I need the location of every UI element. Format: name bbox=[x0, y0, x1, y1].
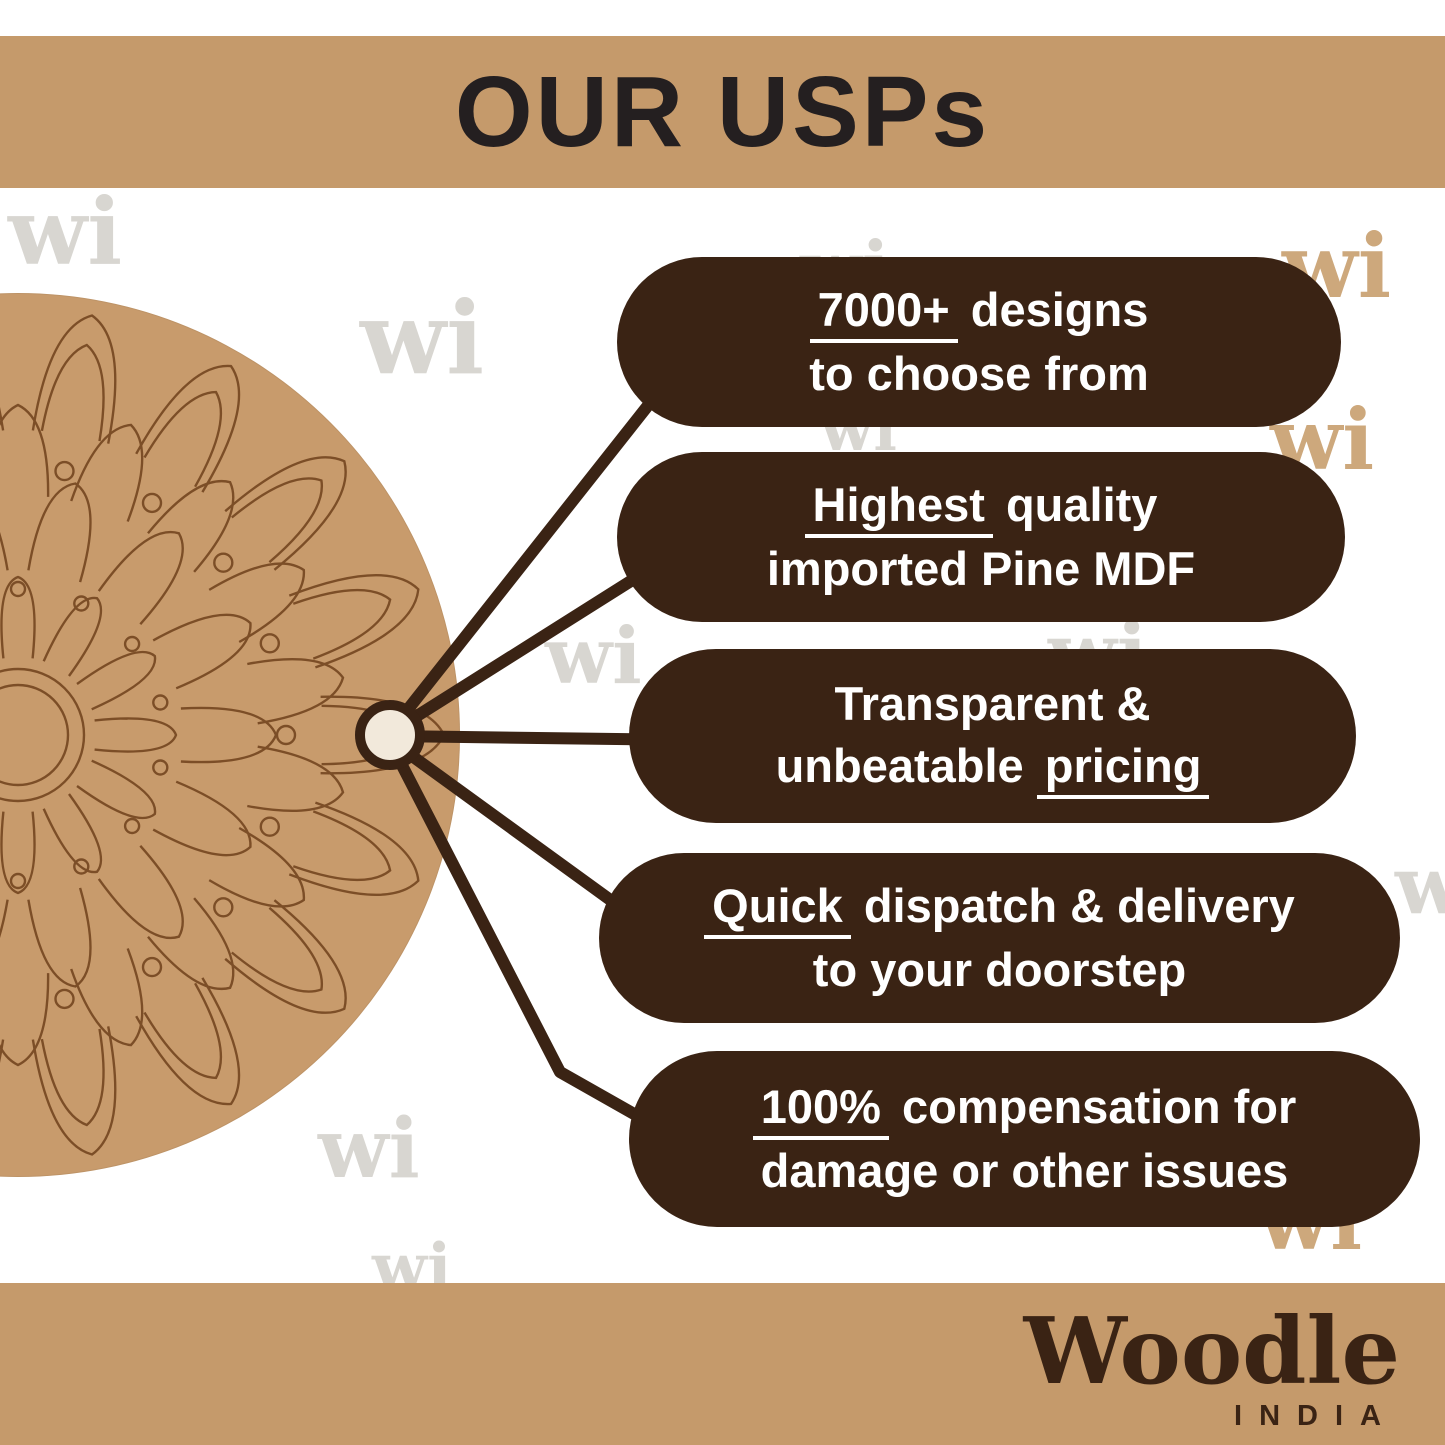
brand-logo-country: INDIA bbox=[1234, 1400, 1398, 1432]
mandala-line-art bbox=[0, 314, 446, 1156]
usp-pill-quality: Highest quality imported Pine MDF bbox=[617, 452, 1345, 622]
usp-text: compensation for bbox=[888, 1080, 1297, 1134]
brand-logo: Woodle INDIA bbox=[1024, 1303, 1400, 1433]
usp-text: designs bbox=[957, 283, 1149, 337]
usp-line: to your doorstep bbox=[813, 939, 1186, 1001]
usp-line: 7000+ designs bbox=[809, 279, 1149, 343]
watermark-wi: wi bbox=[1395, 838, 1445, 932]
usp-text-underlined: pricing bbox=[1036, 741, 1210, 799]
mdf-mandala-cutout bbox=[0, 293, 460, 1177]
usp-line: unbeatable pricing bbox=[775, 735, 1210, 799]
footer-band bbox=[0, 1283, 1445, 1445]
usp-pill-compensation: 100% compensation for damage or other is… bbox=[629, 1051, 1420, 1227]
usp-line: Highest quality bbox=[804, 474, 1158, 538]
usp-line: 100% compensation for bbox=[752, 1076, 1297, 1140]
usp-text-underlined: Highest bbox=[804, 480, 993, 538]
usp-text: dispatch & delivery bbox=[850, 879, 1295, 933]
usp-line: to choose from bbox=[809, 343, 1148, 405]
usp-pill-dispatch: Quick dispatch & delivery to your doorst… bbox=[599, 853, 1400, 1023]
brand-logo-word: Woodle bbox=[1023, 1297, 1400, 1406]
page-title: OUR USPs bbox=[454, 55, 991, 168]
usp-text-underlined: 7000+ bbox=[809, 285, 958, 343]
watermark-wi: wi bbox=[8, 178, 123, 286]
usp-text: quality bbox=[992, 478, 1158, 532]
usp-pill-designs: 7000+ designs to choose from bbox=[617, 257, 1341, 427]
usp-text: Transparent & bbox=[834, 677, 1151, 731]
header-band: OUR USPs bbox=[0, 36, 1445, 188]
usp-text: to choose from bbox=[809, 346, 1149, 400]
usp-text: imported Pine MDF bbox=[766, 541, 1196, 595]
usp-text-underlined: Quick bbox=[704, 881, 851, 939]
usp-text-underlined: 100% bbox=[752, 1082, 889, 1140]
watermark-wi: wi bbox=[545, 611, 642, 702]
usp-text: unbeatable bbox=[775, 739, 1037, 793]
usp-line: damage or other issues bbox=[761, 1140, 1289, 1202]
usp-text: to your doorstep bbox=[812, 942, 1187, 996]
usp-line: Transparent & bbox=[834, 673, 1150, 735]
usp-text: damage or other issues bbox=[760, 1143, 1289, 1197]
usp-line: Quick dispatch & delivery bbox=[704, 875, 1295, 939]
usp-line: imported Pine MDF bbox=[767, 538, 1195, 600]
usp-pill-pricing: Transparent & unbeatable pricing bbox=[629, 649, 1356, 823]
